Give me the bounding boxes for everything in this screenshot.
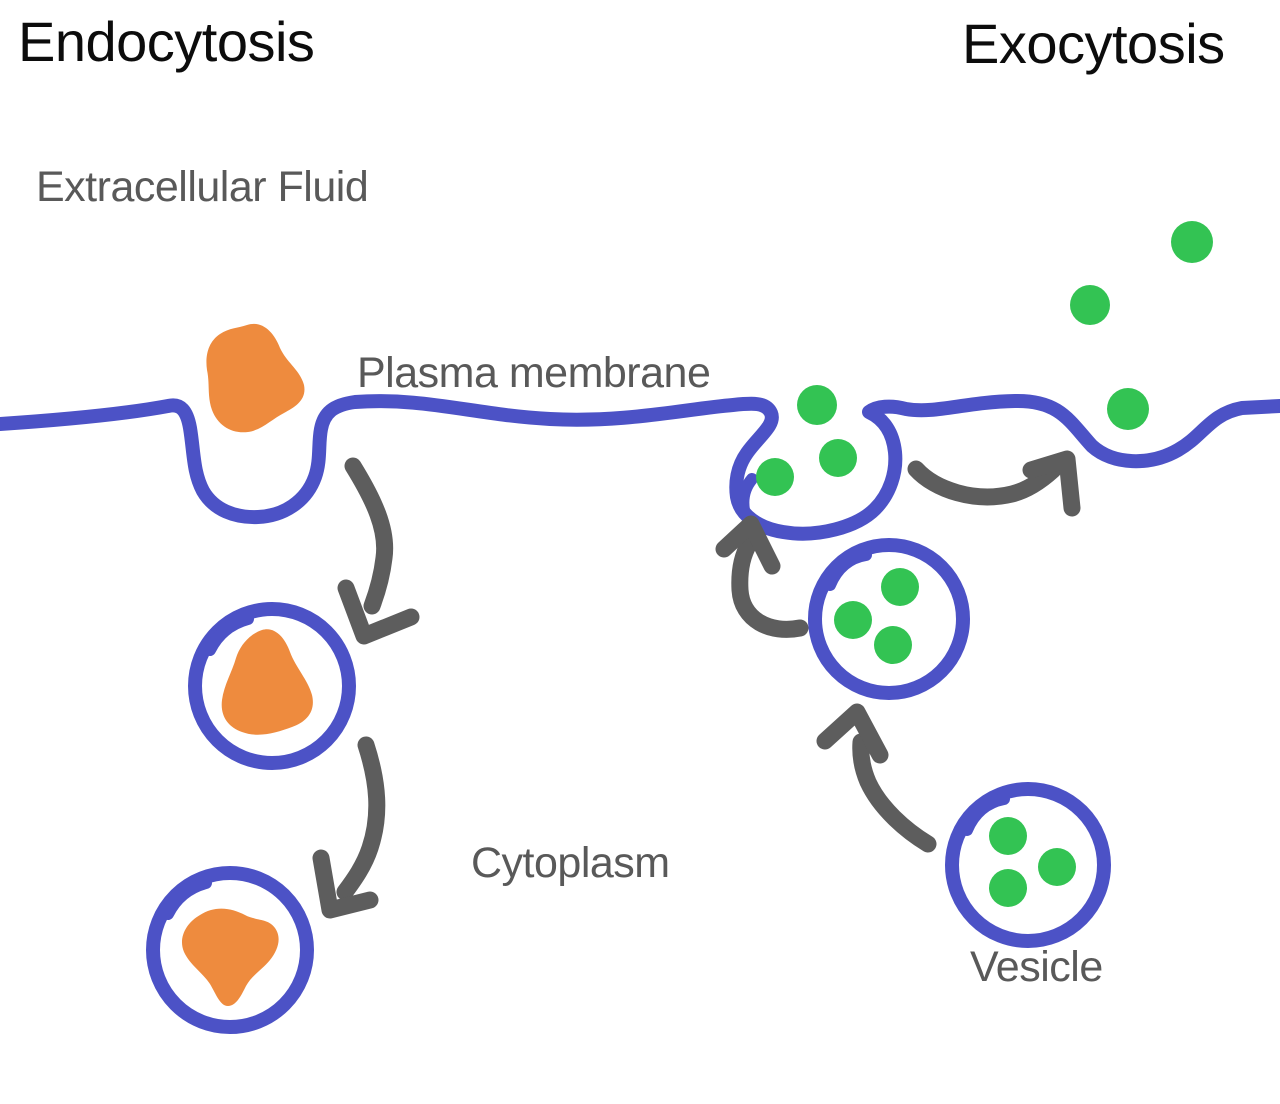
molecule-dot-bottom-2 [1038, 848, 1076, 886]
arrow-endocytosis-step-1 [337, 457, 420, 645]
molecule-dot-mid-3 [874, 626, 912, 664]
membrane-overlap-arc [162, 877, 212, 920]
membrane-overlap-arc [961, 793, 1010, 836]
molecule-dot-fusion-3 [756, 458, 794, 496]
arrow-exocytosis-step-1 [816, 703, 937, 853]
cargo-particle-in-vesicle-1 [221, 629, 313, 735]
molecule-dot-released-1 [1171, 221, 1213, 263]
title-exocytosis: Exocytosis [962, 12, 1225, 75]
membrane-overlap-arc [204, 613, 254, 656]
membrane-overlap-arc [737, 473, 758, 516]
molecule-dot-mid-1 [881, 568, 919, 606]
molecule-dot-bottom-3 [989, 869, 1027, 907]
molecule-dot-released-3 [1107, 388, 1149, 430]
arrow-endocytosis-step-2 [312, 736, 386, 919]
molecule-dot-mid-2 [834, 601, 872, 639]
label-vesicle: Vesicle [970, 943, 1103, 991]
arrow-exocytosis-step-2 [715, 515, 809, 638]
endocytic-vesicle-2-circle [146, 866, 314, 1034]
label-plasma-membrane: Plasma membrane [357, 349, 711, 397]
exocytic-vesicle-mid-circle [808, 538, 970, 700]
title-endocytosis: Endocytosis [18, 10, 315, 73]
endocytic-vesicle-1-circle [188, 602, 356, 770]
label-extracellular-fluid: Extracellular Fluid [36, 163, 369, 211]
label-cytoplasm: Cytoplasm [471, 839, 670, 887]
molecule-dot-bottom-1 [989, 817, 1027, 855]
exocytic-vesicle-bottom-circle [945, 782, 1111, 948]
cargo-particle-extracellular [206, 323, 305, 433]
molecule-dot-released-2 [1070, 285, 1110, 325]
plasma-membrane-line [0, 393, 1280, 541]
cargo-particle-in-vesicle-2 [181, 908, 279, 1006]
arrow-exocytosis-step-3 [907, 450, 1081, 517]
molecule-dot-fusion-1 [797, 385, 837, 425]
membrane-overlap-arc [824, 549, 872, 591]
molecule-dot-fusion-2 [819, 439, 857, 477]
